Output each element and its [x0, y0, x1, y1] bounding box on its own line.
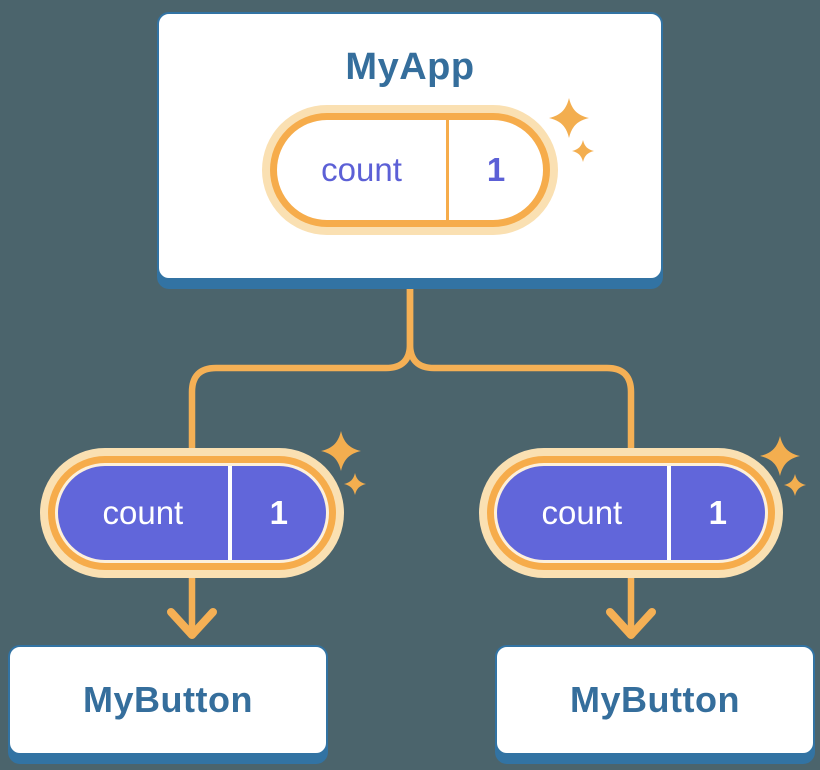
- state-pill-value: 1: [486, 151, 506, 188]
- myapp-card-title: MyApp: [345, 46, 475, 88]
- prop-pill-left-body: count 1: [58, 466, 326, 560]
- prop-pill-left-label: count: [102, 494, 184, 531]
- state-pill-ring: count 1: [270, 113, 550, 227]
- prop-pill-right-ring: count 1: [487, 456, 775, 570]
- prop-pill-left-divider: [227, 466, 232, 560]
- prop-pill-right-label: count: [541, 494, 623, 531]
- state-pill-root: count 1: [262, 105, 558, 235]
- prop-pill-right-gap: count 1: [494, 463, 768, 563]
- arrow-head-left-icon: [167, 608, 217, 639]
- state-pill-divider: [446, 120, 450, 220]
- connector-right-branch: [406, 284, 635, 631]
- mybutton-card-left-title: MyButton: [83, 679, 253, 720]
- prop-pill-left: count 1: [40, 448, 344, 578]
- state-pill-body: count 1: [277, 120, 543, 220]
- prop-pill-left-gap: count 1: [55, 463, 329, 563]
- prop-pill-right: count 1: [479, 448, 783, 578]
- prop-pill-right-divider: [666, 466, 671, 560]
- mybutton-card-left: MyButton: [8, 645, 328, 755]
- prop-pill-left-value: 1: [269, 494, 289, 531]
- prop-pill-right-value: 1: [708, 494, 728, 531]
- prop-pill-left-ring: count 1: [48, 456, 336, 570]
- state-pill-label: count: [321, 151, 402, 188]
- mybutton-card-right-title: MyButton: [570, 679, 740, 720]
- myapp-card: MyApp count 1: [157, 12, 663, 280]
- prop-pill-right-body: count 1: [497, 466, 765, 560]
- arrow-head-right-icon: [606, 608, 656, 639]
- mybutton-card-right: MyButton: [495, 645, 815, 755]
